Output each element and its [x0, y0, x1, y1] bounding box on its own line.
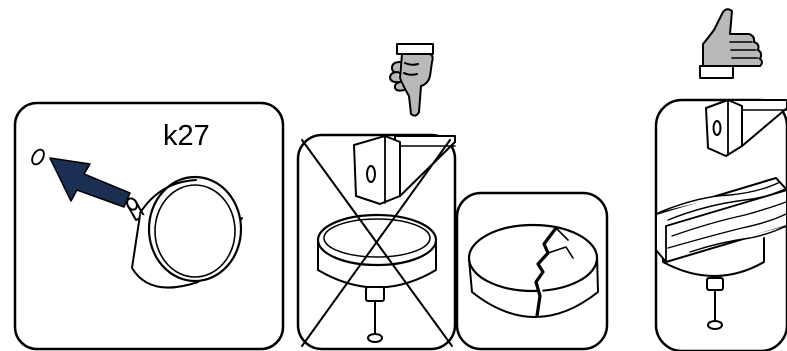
arrow-icon: [50, 158, 130, 207]
magnet-cap-icon: [318, 215, 436, 342]
ring-part-icon: [30, 148, 47, 167]
panel-correct: [656, 9, 787, 351]
hammer-icon: [354, 136, 455, 204]
cracked-cap-icon: [469, 225, 598, 317]
thumbs-up-icon: [700, 9, 762, 78]
part-label: k27: [163, 120, 210, 152]
panel-cracked: [457, 193, 607, 349]
thumbs-down-icon: [390, 44, 433, 116]
magnet-cap-icon: [132, 177, 242, 288]
panel-wrong: [298, 44, 455, 349]
hammer-icon: [706, 100, 787, 156]
panel-install: k27: [15, 103, 283, 349]
